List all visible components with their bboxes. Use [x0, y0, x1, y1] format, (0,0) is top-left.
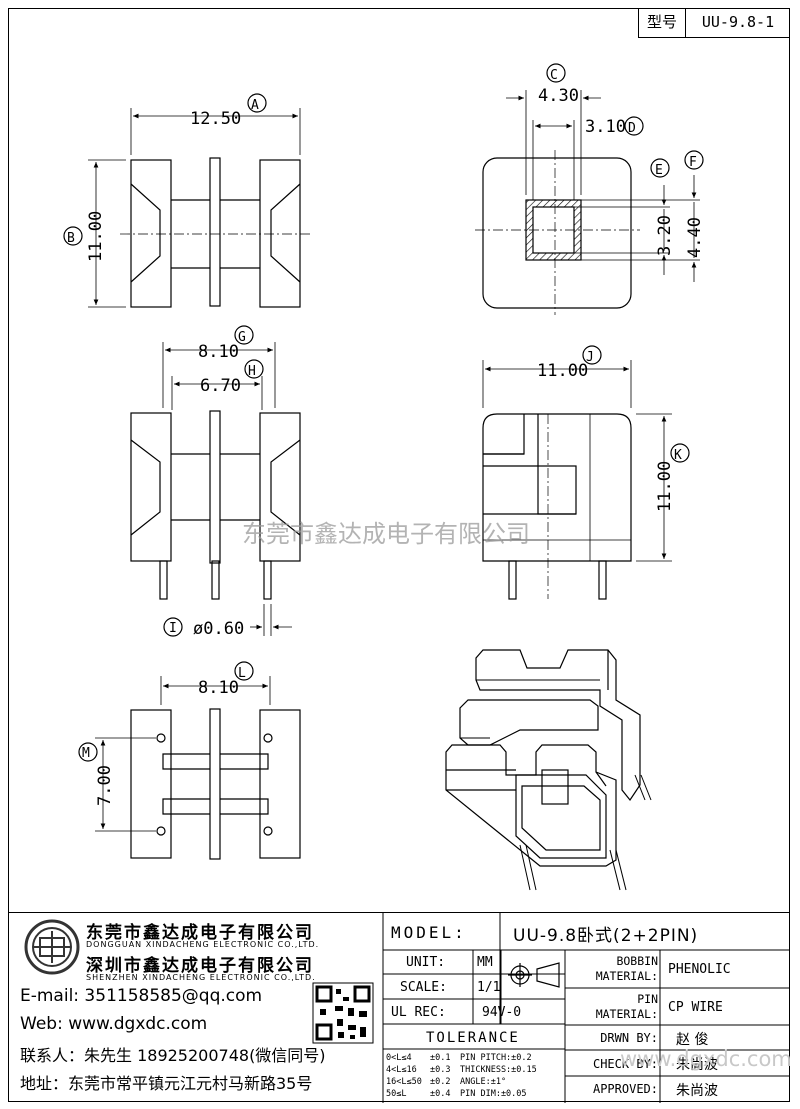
company-emblem [24, 919, 80, 975]
unit-value: MM [477, 955, 493, 970]
dim-A-label: A [251, 98, 259, 113]
tol-item: ANGLE:±1° [460, 1077, 507, 1087]
model-tag-value: UU-9.8-1 [701, 13, 775, 31]
dim-G-value: 8.10 [198, 342, 239, 362]
model-label: MODEL: [391, 923, 467, 942]
title-block: 东莞市鑫达成电子有限公司 DONGGUAN XINDACHENG ELECTRO… [8, 912, 792, 1103]
dim-C-value: 4.30 [538, 86, 579, 106]
dim-E-label: E [655, 163, 663, 178]
check-by-label: CHECK BY: [592, 1057, 658, 1071]
qr-code [312, 982, 374, 1044]
tolerance-row: 0<L≤4 ±0.1 PIN PITCH:±0.2 [386, 1052, 564, 1064]
drawn-by-value: 赵 俊 [676, 1032, 709, 1048]
approved-value: 朱尚波 [676, 1083, 718, 1099]
pin-material-value: CP WIRE [668, 1000, 723, 1015]
view-bottom [78, 661, 301, 860]
dim-K-label: K [674, 448, 682, 463]
dim-D-label: D [628, 121, 636, 136]
tol-value: ±0.3 [430, 1065, 451, 1075]
dim-B-value: 11.00 [86, 211, 106, 262]
tolerance-label: TOLERANCE [426, 1030, 520, 1046]
dim-J-label: J [586, 350, 594, 365]
pin-material-label: PIN MATERIAL: [565, 992, 658, 1022]
model-tag-label: 型号 [639, 8, 686, 37]
dim-D-value: 3.10 [585, 117, 626, 137]
tolerance-row: 16<L≤50 ±0.2 ANGLE:±1° [386, 1076, 564, 1088]
tol-range: 50≤L [386, 1089, 407, 1099]
tol-range: 16<L≤50 [386, 1077, 422, 1087]
approved-label: APPROVED: [592, 1082, 658, 1096]
view-front-top [63, 93, 310, 308]
dim-J-value: 11.00 [537, 361, 588, 381]
check-by-value: 朱尚波 [676, 1057, 718, 1073]
title-block-lines [24, 913, 790, 1103]
drawn-by-label: DRWN BY: [600, 1031, 658, 1045]
bobbin-material-value: PHENOLIC [668, 962, 731, 977]
company-email: E-mail: 351158585@qq.com [20, 986, 263, 1006]
view-front-middle [130, 325, 301, 637]
company-name-en-2: SHENZHEN XINDACHENG ELECTRONIC CO.,LTD. [86, 973, 316, 982]
dim-L-value: 8.10 [198, 678, 239, 698]
company-name-cn-2: 深圳市鑫达成电子有限公司 [86, 956, 314, 976]
company-address: 地址：东莞市常平镇元江元村马新路35号 [20, 1074, 313, 1093]
tolerance-row: 4<L≤16 ±0.3 THICKNESS:±0.15 [386, 1064, 564, 1076]
dim-C-label: C [550, 68, 558, 83]
tol-item: THICKNESS:±0.15 [460, 1065, 537, 1075]
tol-value: ±0.2 [430, 1077, 451, 1087]
dim-M-value: 7.00 [95, 765, 115, 806]
site-watermark: www.dgxdc.com [620, 1047, 792, 1071]
scale-label: SCALE: [400, 980, 447, 995]
model-value: UU-9.8卧式(2+2PIN) [513, 926, 699, 946]
pin-label-line1: PIN [637, 992, 658, 1006]
dim-A-value: 12.50 [190, 109, 241, 129]
tolerance-table: 0<L≤4 ±0.1 PIN PITCH:±0.2 4<L≤16 ±0.3 THICKN… [386, 1052, 564, 1100]
watermark-company: 东莞市鑫达成电子有限公司 [242, 520, 530, 548]
dim-M-label: M [82, 746, 90, 761]
unit-label: UNIT: [406, 955, 446, 970]
tol-item: PIN PITCH:±0.2 [460, 1053, 532, 1063]
projection-symbol-icon [508, 962, 560, 988]
dim-H-label: H [248, 364, 256, 379]
tol-item: PIN DIM:±0.05 [460, 1089, 527, 1099]
tol-range: 0<L≤4 [386, 1053, 412, 1063]
pin-label-line2: MATERIAL: [595, 1007, 658, 1021]
dim-E-value: 3.20 [655, 215, 675, 256]
dim-I-value: ø0.60 [193, 619, 244, 639]
tol-range: 4<L≤16 [386, 1065, 417, 1075]
dim-H-value: 6.70 [200, 376, 241, 396]
tol-value: ±0.4 [430, 1089, 451, 1099]
company-name-en-1: DONGGUAN XINDACHENG ELECTRONIC CO.,LTD. [86, 940, 320, 949]
drawing-views: 12.50 A 11.00 B 4.30 C 3.10 D E 3.20 F 4… [63, 63, 705, 891]
dim-G-label: G [238, 330, 246, 345]
dim-I-label: I [169, 621, 177, 636]
bobbin-label-line1: BOBBIN [616, 954, 658, 968]
company-web: Web: www.dgxdc.com [20, 1014, 208, 1034]
dim-F-value: 4.40 [685, 217, 705, 258]
view-side-top [475, 63, 704, 315]
bobbin-material-label: BOBBIN MATERIAL: [565, 954, 658, 984]
tolerance-row: 50≤L ±0.4 PIN DIM:±0.05 [386, 1088, 564, 1100]
view-isometric [445, 649, 652, 891]
dim-K-value: 11.00 [655, 461, 675, 512]
dim-L-label: L [238, 666, 246, 681]
company-contact: 联系人：朱先生 18925200748(微信同号) [20, 1046, 326, 1065]
tol-value: ±0.1 [430, 1053, 451, 1063]
drawing-frame [8, 8, 790, 1102]
dim-B-label: B [67, 231, 75, 246]
company-name-cn-1: 东莞市鑫达成电子有限公司 [86, 923, 314, 943]
view-side-middle [482, 345, 690, 600]
model-tag: 型号 UU-9.8-1 [638, 8, 790, 38]
dim-F-label: F [689, 155, 697, 170]
ulrec-label: UL REC: [391, 1005, 446, 1020]
bobbin-label-line2: MATERIAL: [595, 969, 658, 983]
ulrec-value: 94V-0 [482, 1005, 522, 1020]
scale-value: 1/1 [477, 980, 501, 995]
